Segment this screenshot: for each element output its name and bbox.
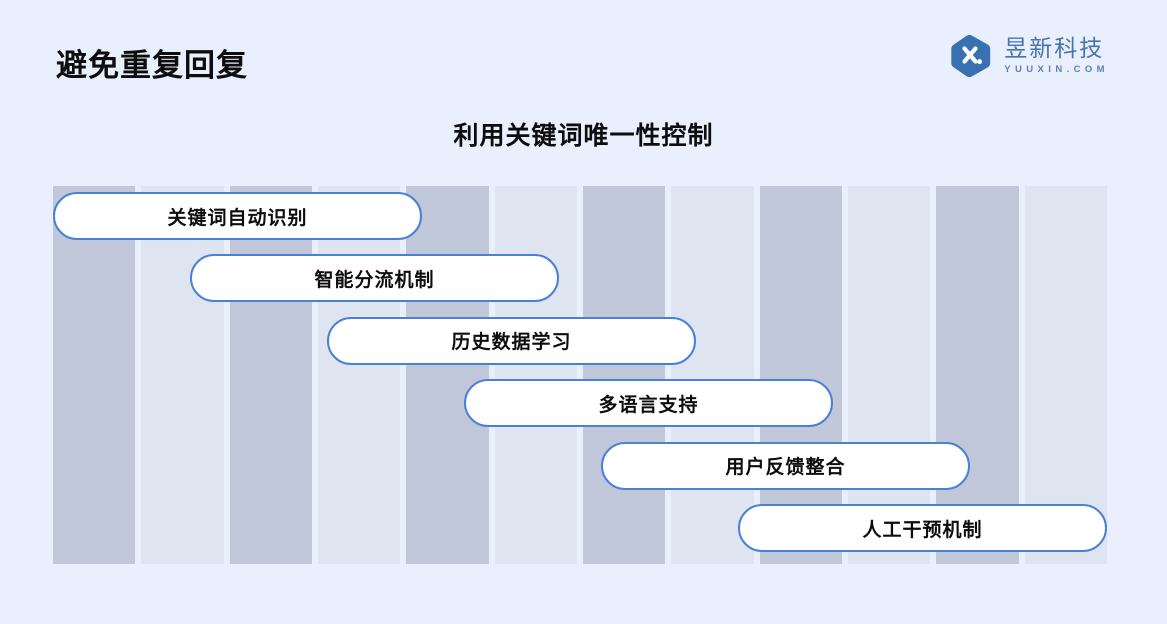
gantt-chart: 关键词自动识别智能分流机制历史数据学习多语言支持用户反馈整合人工干预机制 bbox=[53, 186, 1107, 564]
chart-column-band bbox=[229, 186, 312, 564]
chart-bar[interactable]: 人工干预机制 bbox=[738, 504, 1107, 552]
chart-bar-label: 用户反馈整合 bbox=[725, 457, 846, 479]
chart-background-columns bbox=[53, 186, 1107, 564]
chart-column-band bbox=[847, 186, 931, 564]
chart-bar-label: 多语言支持 bbox=[598, 394, 699, 416]
brand-name: 昱新科技 bbox=[1004, 35, 1105, 62]
chart-bar[interactable]: 多语言支持 bbox=[464, 379, 833, 428]
chart-bar-label: 关键词自动识别 bbox=[167, 207, 308, 229]
brand-domain: YUUXIN.COM bbox=[1004, 64, 1109, 76]
brand-text-block: 昱新科技 YUUXIN.COM bbox=[1004, 37, 1109, 75]
hexagon-x-logo-icon bbox=[949, 33, 995, 79]
slide-header: 避免重复回复 昱新科技 YUUXIN.COM bbox=[0, 0, 1167, 100]
chart-column-band bbox=[1024, 186, 1107, 564]
chart-bar-label: 智能分流机制 bbox=[314, 269, 435, 291]
chart-column-band bbox=[671, 186, 754, 564]
chart-bar[interactable]: 智能分流机制 bbox=[190, 254, 559, 303]
chart-column-band bbox=[582, 186, 666, 564]
chart-column-band bbox=[759, 186, 842, 564]
page-title: 避免重复回复 bbox=[56, 48, 248, 83]
chart-column-band bbox=[141, 186, 224, 564]
chart-bar[interactable]: 历史数据学习 bbox=[327, 316, 696, 365]
chart-heading: 利用关键词唯一性控制 bbox=[453, 122, 714, 150]
chart-bars: 关键词自动识别智能分流机制历史数据学习多语言支持用户反馈整合人工干预机制 bbox=[53, 186, 1107, 564]
chart-column-band bbox=[936, 186, 1019, 564]
chart-bar-label: 人工干预机制 bbox=[862, 519, 983, 541]
chart-bar[interactable]: 用户反馈整合 bbox=[601, 441, 970, 490]
chart-column-band bbox=[317, 186, 401, 564]
chart-column-band bbox=[406, 186, 489, 564]
chart-column-band bbox=[494, 186, 577, 564]
chart-bar[interactable]: 关键词自动识别 bbox=[53, 192, 422, 240]
brand-logo: 昱新科技 YUUXIN.COM bbox=[949, 33, 1109, 79]
chart-bar-label: 历史数据学习 bbox=[451, 332, 572, 354]
chart-column-band bbox=[53, 186, 136, 564]
